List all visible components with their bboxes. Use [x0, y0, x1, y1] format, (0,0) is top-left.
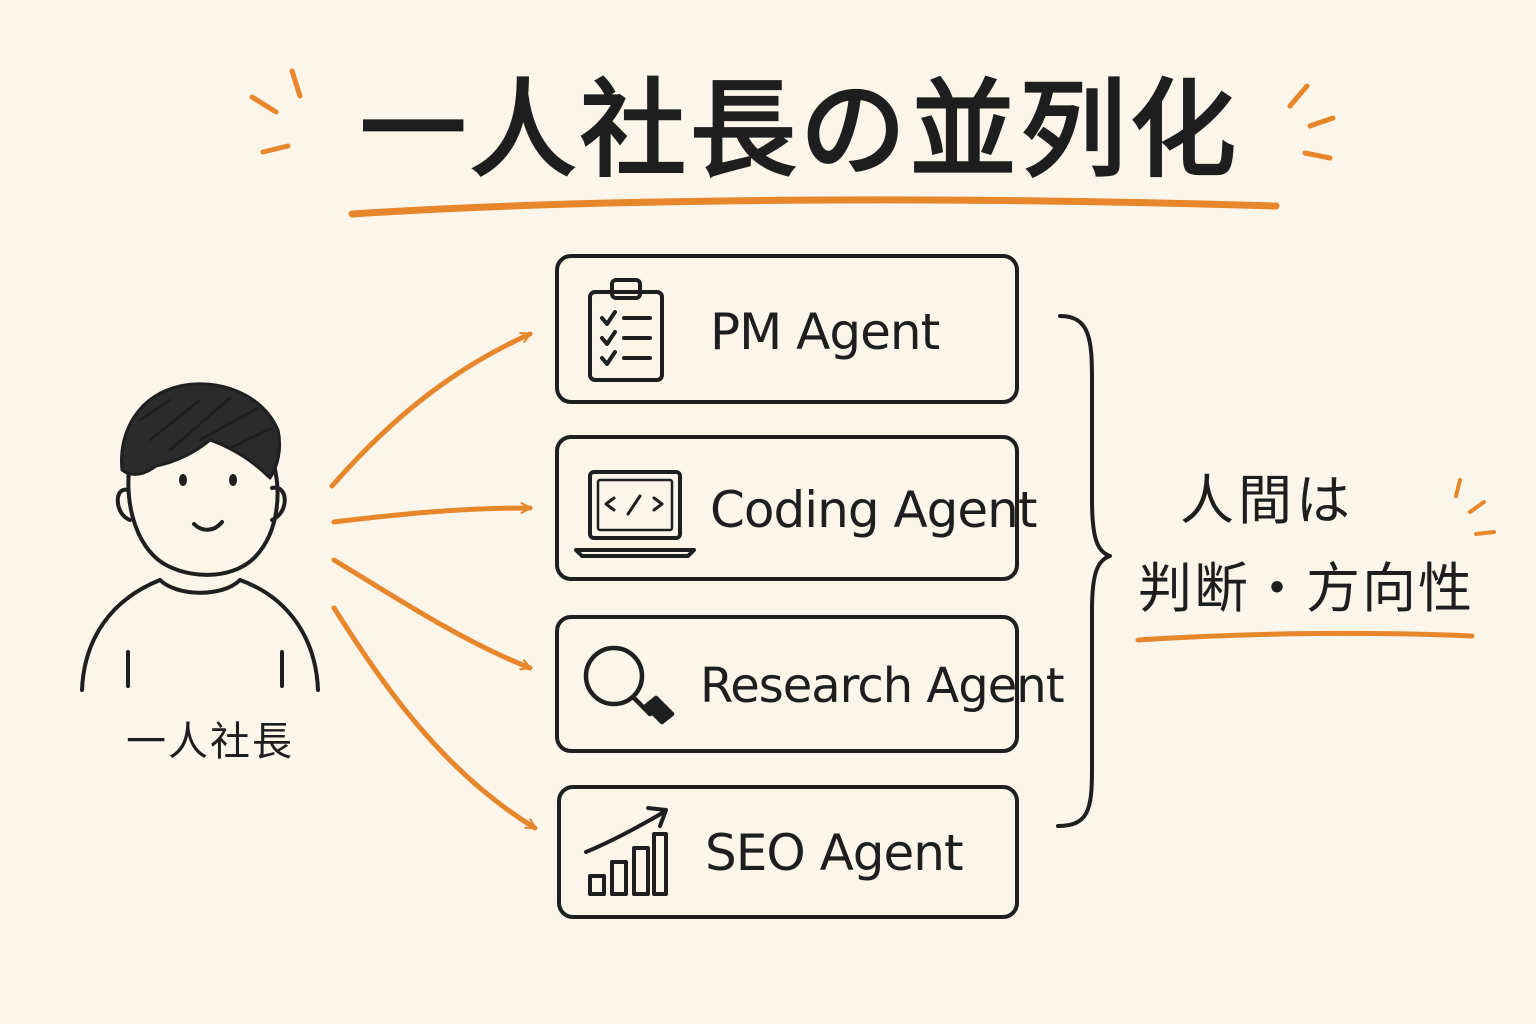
agent-label-seo: SEO Agent — [705, 824, 964, 882]
agent-label-research: Research Agent — [700, 658, 1065, 714]
human-role-underline — [1135, 630, 1475, 643]
agent-label-coding: Coding Agent — [710, 481, 1037, 539]
agent-box-research — [555, 615, 1019, 753]
person-ear-left — [115, 487, 132, 522]
arrow-to-seo — [331, 605, 538, 831]
person-label: 一人社長 — [126, 719, 294, 765]
arrow-to-research — [331, 557, 533, 671]
magnifier-icon — [583, 645, 675, 725]
person-head — [126, 450, 280, 577]
growth-chart-icon — [584, 806, 668, 896]
agent-box-seo — [557, 785, 1019, 919]
person-hair — [120, 382, 282, 480]
page-title: 一人社長の並列化 — [360, 69, 1240, 192]
laptop-code-icon — [574, 470, 696, 558]
clipboard-checklist-icon — [588, 278, 664, 382]
grouping-brace — [1056, 314, 1112, 828]
title-sparkles-left — [249, 68, 303, 155]
person-shoulders — [80, 578, 320, 692]
person-collar — [158, 578, 242, 595]
person-eye-left — [179, 474, 187, 486]
title-sparkles-right — [1287, 83, 1336, 161]
person-figure — [80, 382, 320, 692]
human-role-sparkles — [1454, 478, 1496, 536]
delegation-arrows — [329, 331, 538, 831]
person-smile — [192, 520, 224, 532]
person-ear-right — [270, 485, 287, 522]
person-eye-right — [229, 474, 237, 486]
agent-box-coding — [555, 435, 1019, 581]
agent-label-pm: PM Agent — [710, 303, 940, 361]
title-underline — [348, 196, 1280, 218]
agent-boxes — [555, 254, 1019, 919]
agent-box-pm — [555, 254, 1019, 404]
arrow-to-pm — [329, 331, 533, 489]
human-role-line2: 判断・方向性 — [1138, 557, 1474, 620]
arrow-to-coding — [331, 502, 533, 525]
human-role-line1: 人間は — [1180, 469, 1354, 532]
